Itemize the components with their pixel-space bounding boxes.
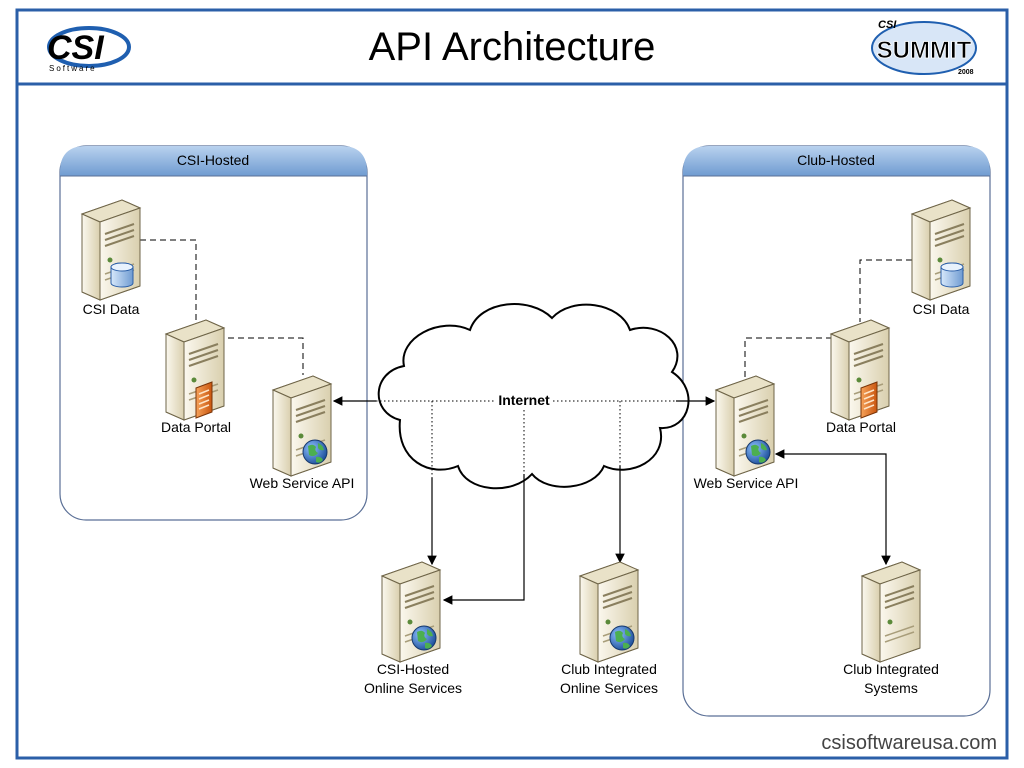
internet-cloud: Internet (377, 303, 690, 490)
left-csi-data-label: CSI Data (83, 301, 140, 317)
csi-software-logo: CSI Software (47, 26, 131, 73)
left-csi-data-server (81, 199, 141, 301)
csi-hosted-online-label-2: Online Services (364, 680, 462, 696)
zone-club-hosted-title: Club-Hosted (797, 152, 875, 168)
club-integrated-systems-server (861, 561, 921, 663)
club-integrated-online-label-1: Club Integrated (561, 661, 657, 677)
left-data-portal-label: Data Portal (161, 419, 231, 435)
arrow-links (332, 396, 891, 605)
right-web-api-server (715, 375, 775, 477)
left-data-portal-server (165, 319, 225, 421)
club-integrated-systems-label-1: Club Integrated (843, 661, 939, 677)
csi-hosted-online-server (381, 561, 441, 663)
logo-csi-text: CSI (47, 29, 105, 67)
club-integrated-systems-label-2: Systems (864, 680, 918, 696)
csi-hosted-online-label-1: CSI-Hosted (377, 661, 449, 677)
cloud-dotted-links (376, 400, 676, 478)
internet-label: Internet (498, 392, 550, 408)
club-integrated-online-label-2: Online Services (560, 680, 658, 696)
left-web-api-label: Web Service API (250, 475, 355, 491)
summit-csi-text: CSI (878, 19, 897, 31)
club-integrated-online-server (579, 561, 639, 663)
right-csi-data-server (911, 199, 971, 301)
right-data-portal-label: Data Portal (826, 419, 896, 435)
zone-csi-hosted-title: CSI-Hosted (177, 152, 249, 168)
right-dashed-links (744, 259, 912, 378)
right-data-portal-server (830, 319, 890, 421)
page-title: API Architecture (369, 25, 656, 69)
left-dashed-links (140, 239, 304, 375)
footer-url: csisoftwareusa.com (821, 732, 997, 754)
summit-year-text: 2008 (958, 69, 974, 76)
left-web-api-server (272, 375, 332, 477)
right-web-api-label: Web Service API (694, 475, 799, 491)
summit-text: SUMMIT (877, 37, 972, 64)
slide-frame (15, 8, 1009, 760)
csi-summit-logo: CSI SUMMIT 2008 (871, 19, 977, 76)
right-csi-data-label: CSI Data (913, 301, 970, 317)
logo-software-text: Software (49, 64, 97, 73)
